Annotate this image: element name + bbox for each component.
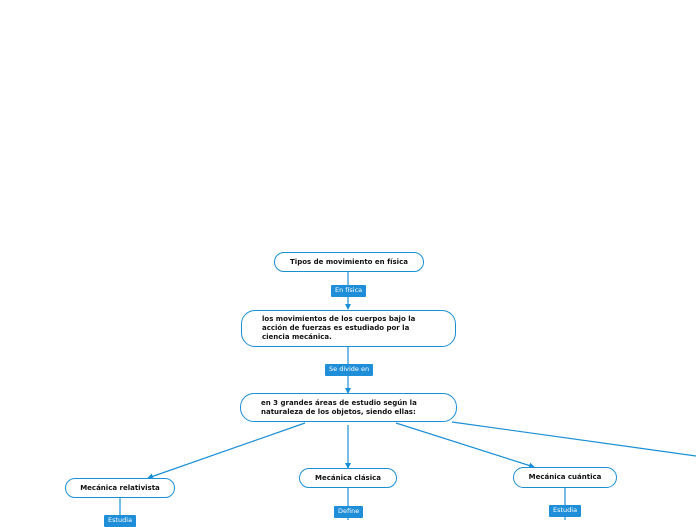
node-root[interactable]: Tipos de movimiento en física: [274, 252, 424, 272]
node-cuantica-text: Mecánica cuántica: [528, 473, 602, 481]
node-relativista[interactable]: Mecánica relativista: [65, 478, 175, 498]
node-clasica[interactable]: Mecánica clásica: [299, 468, 397, 488]
edge-areas-relativista: [147, 422, 306, 480]
link-label-relativista-partial[interactable]: Estudia: [104, 515, 137, 527]
node-areas-text: en 3 grandes áreas de estudio según la n…: [261, 398, 417, 416]
link-label-estudia[interactable]: Estudia: [549, 505, 582, 517]
edge-areas-cuantica: [395, 422, 535, 469]
link-label-define[interactable]: Define: [334, 506, 364, 518]
node-definition[interactable]: los movimientos de los cuerpos bajo la a…: [241, 310, 456, 347]
node-areas[interactable]: en 3 grandes áreas de estudio según la n…: [240, 393, 457, 422]
link-label-se-divide-en[interactable]: Se divide en: [325, 364, 374, 376]
node-cuantica[interactable]: Mecánica cuántica: [513, 467, 617, 488]
node-root-text: Tipos de movimiento en física: [290, 257, 408, 266]
node-relativista-text: Mecánica relativista: [80, 483, 160, 492]
edge-areas-offscreen: [451, 421, 696, 457]
link-label-en-fisica[interactable]: En física: [331, 285, 367, 297]
node-clasica-text: Mecánica clásica: [315, 473, 381, 482]
node-definition-text: los movimientos de los cuerpos bajo la a…: [262, 315, 416, 341]
